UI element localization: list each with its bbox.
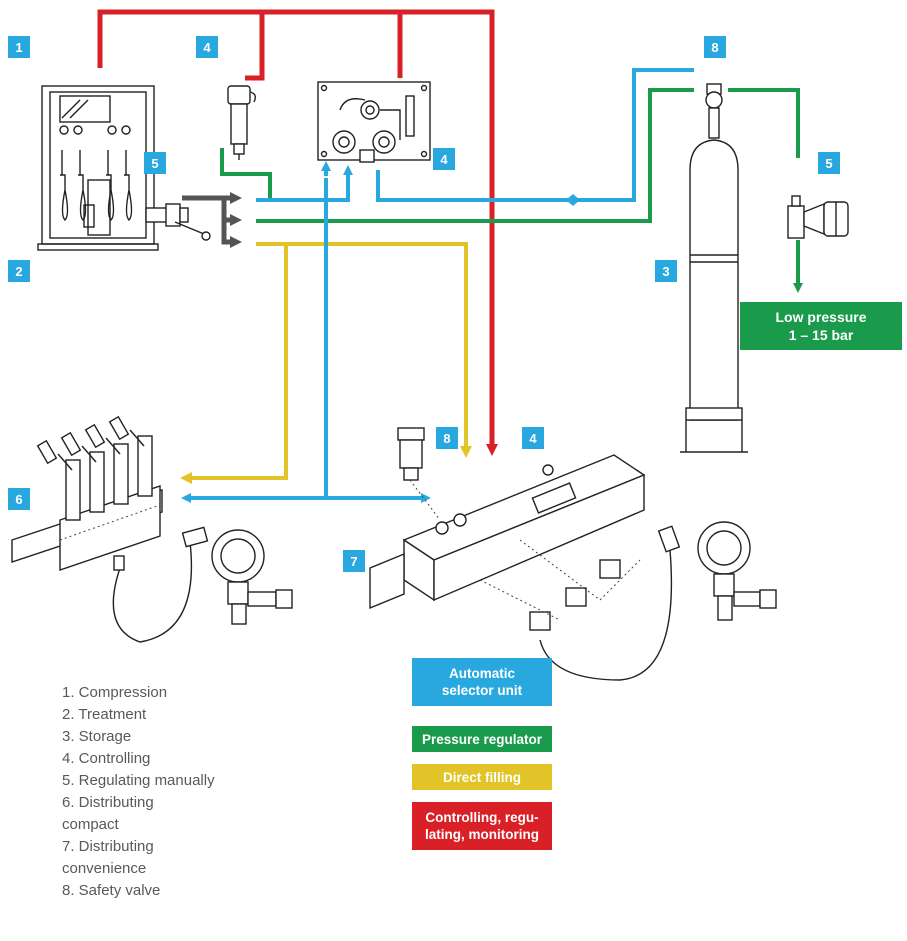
legend-automatic-selector: Automatic selector unit — [412, 658, 552, 706]
badge-treatment: 2 — [8, 260, 30, 282]
badge-distributing-convenience: 7 — [343, 550, 365, 572]
legend-direct-filling: Direct filling — [412, 764, 552, 790]
manometer-left — [212, 530, 292, 624]
badge-controlling-panel: 4 — [433, 148, 455, 170]
pressure-sensor — [228, 86, 255, 160]
low-pressure-label: Low pressure 1 – 15 bar — [740, 302, 902, 350]
steps-list: 1. Compression 2. Treatment 3. Storage 4… — [62, 682, 215, 902]
badge-regulating-left: 5 — [144, 152, 166, 174]
red-lines — [100, 12, 492, 450]
badge-distributing-compact: 6 — [8, 488, 30, 510]
step-item: 5. Regulating manually — [62, 770, 215, 792]
badge-controlling-sensor: 4 — [196, 36, 218, 58]
step-item: 7. Distributing convenience — [62, 836, 215, 880]
legend-pressure-regulator: Pressure regulator — [412, 726, 552, 752]
manometer-right — [659, 522, 776, 620]
step-item: 8. Safety valve — [62, 880, 215, 902]
step-item: 3. Storage — [62, 726, 215, 748]
badge-safety-valve-bottom: 8 — [436, 427, 458, 449]
legend-controlling: Controlling, regu- lating, monitoring — [412, 802, 552, 850]
badge-storage: 3 — [655, 260, 677, 282]
regulator-right — [788, 196, 848, 238]
selector-unit — [370, 428, 671, 680]
badge-controlling-selector: 4 — [522, 427, 544, 449]
compressor-cabinet — [38, 86, 158, 250]
step-item: 6. Distributing compact — [62, 792, 215, 836]
step-item: 1. Compression — [62, 682, 215, 704]
compact-distributor — [12, 417, 207, 642]
badge-regulating-right: 5 — [818, 152, 840, 174]
badge-compression: 1 — [8, 36, 30, 58]
step-item: 2. Treatment — [62, 704, 215, 726]
control-panel — [318, 82, 430, 162]
step-item: 4. Controlling — [62, 748, 215, 770]
blue-check-valve-icon — [566, 194, 580, 206]
badge-safety-valve-top: 8 — [704, 36, 726, 58]
manual-valve-left — [146, 204, 210, 240]
gas-cylinder — [680, 84, 748, 452]
